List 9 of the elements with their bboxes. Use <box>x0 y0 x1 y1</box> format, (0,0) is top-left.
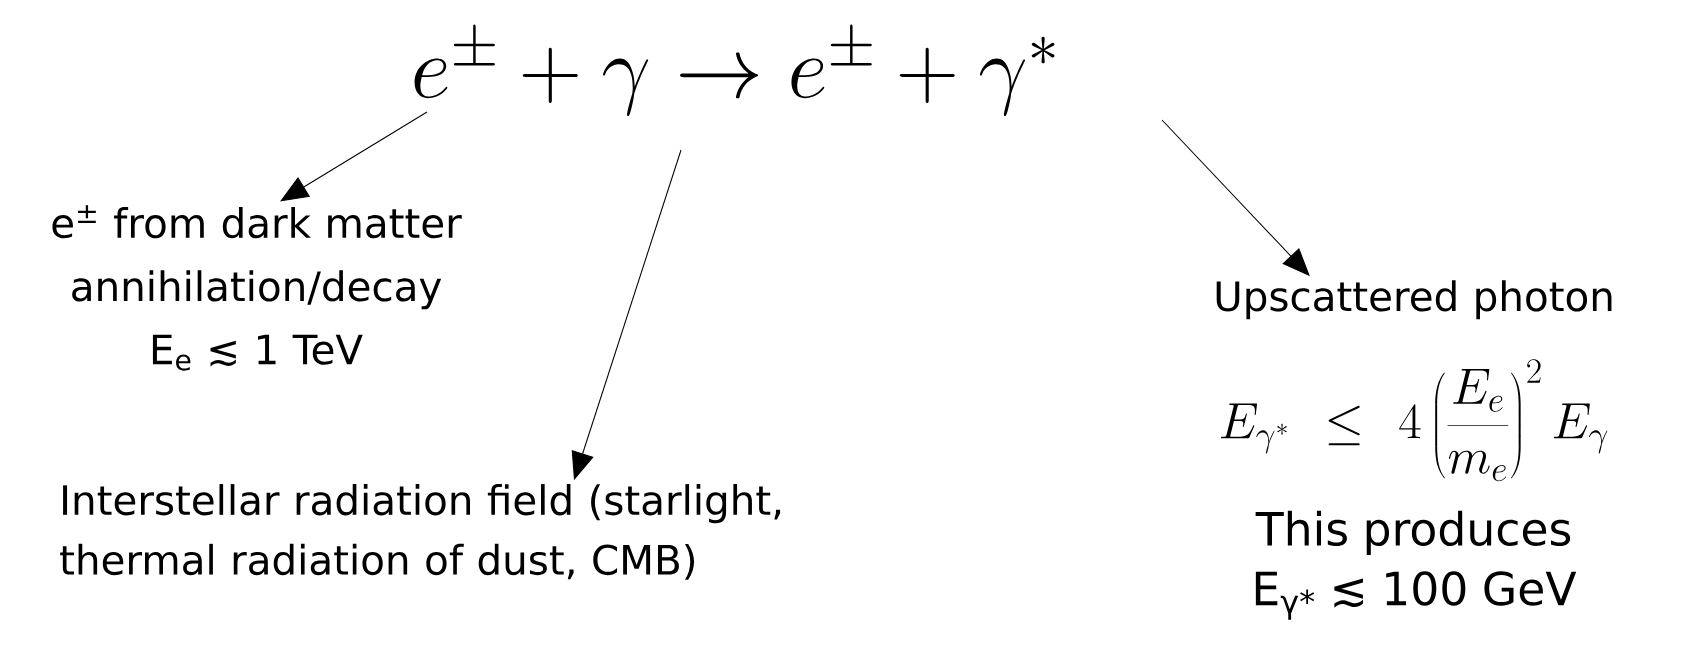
equation: $e^{\pm} + \gamma \rightarrow e^{\pm} + \gamma^{*}$ <box>414 24 1055 117</box>
text: Upscattered photon <box>1216 280 1612 320</box>
text: E$_{γ*}$ ≲ 100 GeV <box>1255 571 1577 620</box>
text: e$^{±}$ from dark matter annihilation/decay <box>52 205 462 310</box>
text: Interstellar radiation field (starlight, thermal radiation of dust, CMB) <box>60 484 781 580</box>
formula: $E_{\gamma^*} \leq 4 \left(\frac{E_e}{m_e}\right)^2 E_\gamma$ <box>1221 359 1608 482</box>
arrow <box>280 111 428 202</box>
text: This produces <box>1255 510 1571 555</box>
text: E$_{e}$ ≲ 1 TeV <box>152 334 363 371</box>
